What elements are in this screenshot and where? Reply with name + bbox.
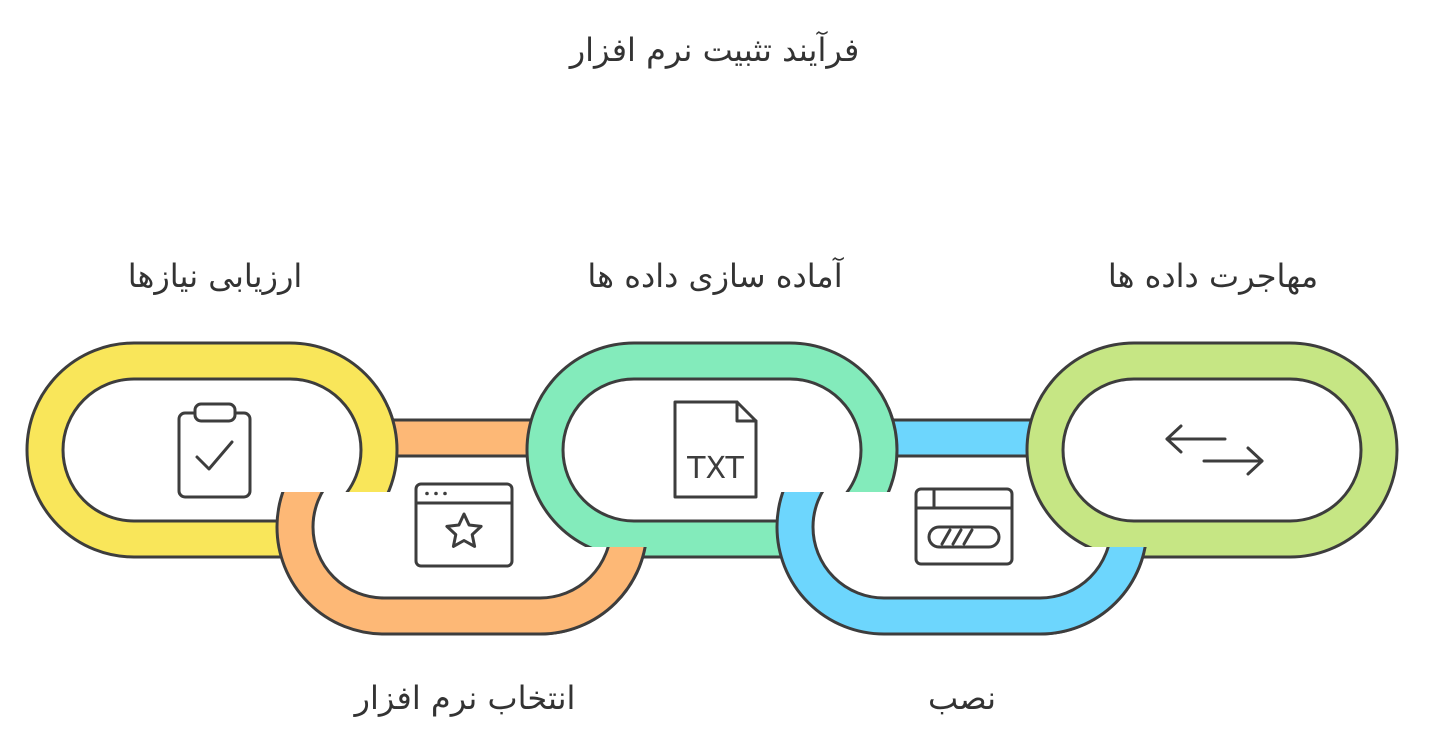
step-label-software-selection: انتخاب نرم افزار <box>354 679 576 717</box>
link-assess-needs-overlap <box>272 407 399 492</box>
installer-progress-icon <box>914 487 1014 566</box>
link-installation-overlap <box>1022 547 1147 636</box>
clipboard-check-icon <box>177 402 252 499</box>
step-label-data-preparation: آماده سازی داده ها <box>587 257 843 295</box>
bidirectional-arrows-icon <box>1165 424 1264 476</box>
step-label-installation: نصب <box>927 679 997 717</box>
link-data-preparation-overlap <box>772 407 899 492</box>
txt-file-label: TXT <box>686 451 744 486</box>
txt-file-icon: TXT <box>673 400 758 499</box>
diagram-title: فرآیند تثبیت نرم افزار <box>569 31 860 69</box>
browser-star-icon <box>414 482 514 568</box>
step-label-assess-needs: ارزیابی نیازها <box>127 257 303 295</box>
step-label-data-migration: مهاجرت داده ها <box>1107 257 1319 295</box>
link-software-selection-overlap <box>522 547 647 636</box>
link-data-migration <box>1025 341 1399 559</box>
